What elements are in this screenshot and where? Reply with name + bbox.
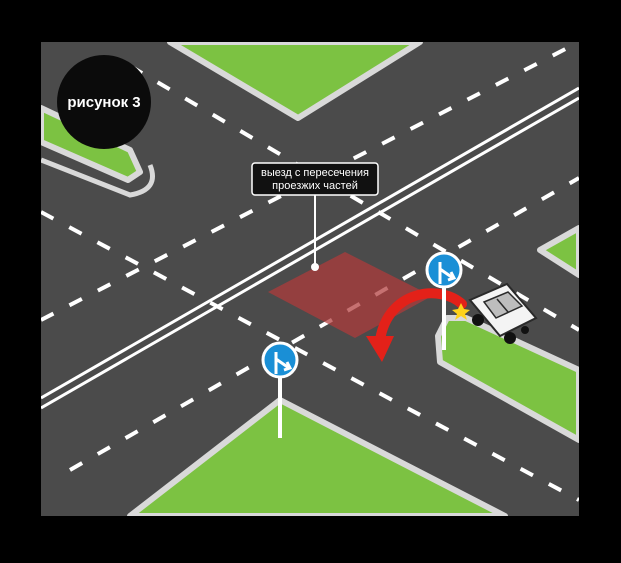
figure-badge xyxy=(57,55,151,149)
callout-box xyxy=(251,162,379,196)
lane-dash-main-upper xyxy=(41,42,579,322)
keep-right-arrow-icon xyxy=(274,352,293,374)
median-island xyxy=(41,157,155,198)
car-icon xyxy=(468,282,538,344)
keep-right-sign-left xyxy=(261,341,299,379)
lane-dash-cross-upper xyxy=(128,64,579,332)
lane-dash-main-lower xyxy=(69,176,579,472)
callout-line-2: проезжих частей xyxy=(272,180,358,192)
grass-right-top xyxy=(537,225,579,278)
center-line-main-b xyxy=(41,96,579,410)
callout-dot xyxy=(311,263,319,271)
u-turn-arrow xyxy=(375,288,467,345)
center-line-main-a xyxy=(41,86,579,400)
grass-right-bottom xyxy=(435,315,579,443)
callout-line-1: выезд с пересечения xyxy=(261,167,369,179)
u-turn-arrow-head xyxy=(366,336,394,362)
keep-right-sign-right xyxy=(425,251,463,289)
figure-badge-label: рисунок 3 xyxy=(67,94,140,111)
turn-signal-star-icon xyxy=(452,303,470,320)
lane-dash-cross-lower xyxy=(41,210,579,502)
keep-right-arrow-icon xyxy=(438,262,457,284)
grass-top xyxy=(167,42,423,121)
grass-bottom xyxy=(127,397,508,516)
